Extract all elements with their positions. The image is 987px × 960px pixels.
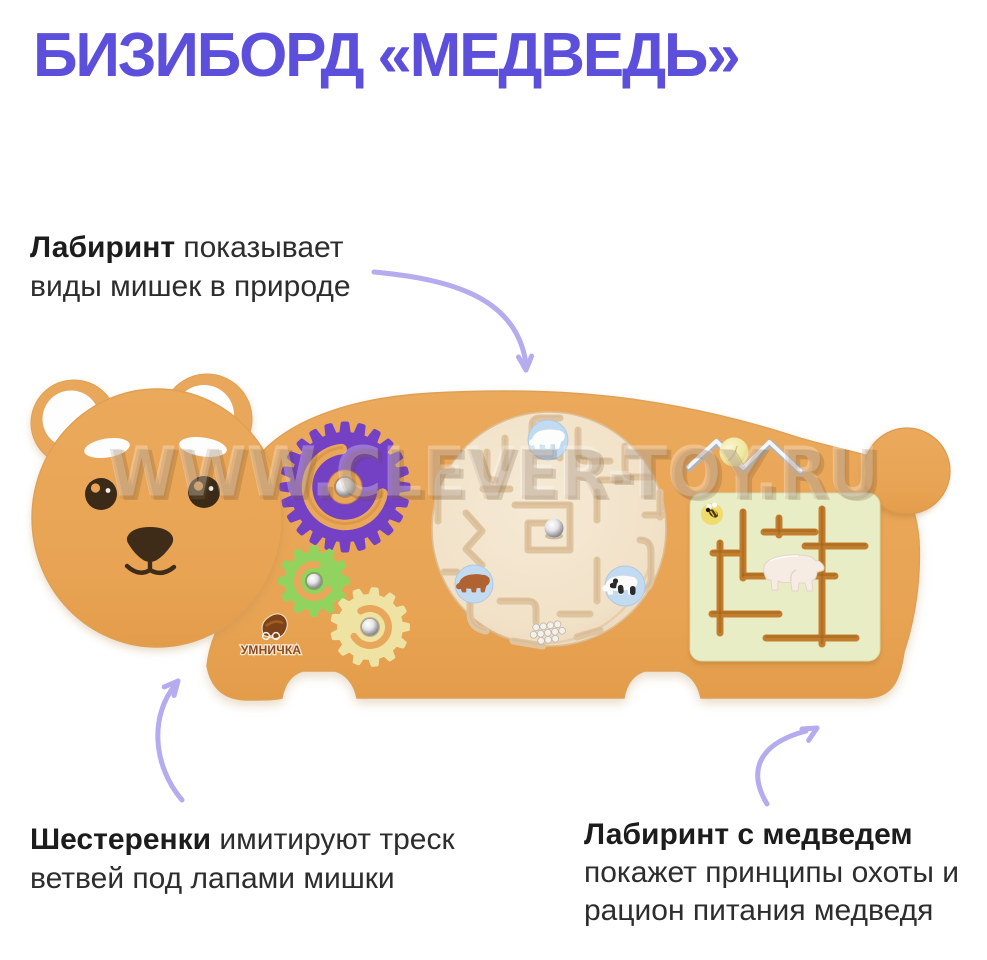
watermark-text: WWW.CLEVER-TOY.RU (107, 433, 879, 513)
gears (278, 421, 411, 667)
arrow-to-gears (155, 678, 185, 803)
square-maze-panel (689, 492, 881, 662)
watermark: WWW.CLEVER-TOY.RUWWW.CLEVER-TOY.RUWWW.CL… (107, 433, 884, 518)
callout-bear-maze-line2: покажет принципы охоты и (584, 856, 959, 889)
callout-gears-keyword: Шестеренки (30, 823, 212, 856)
polar-bear-slider (763, 554, 825, 592)
callout-round-maze-keyword: Лабиринт (30, 231, 176, 264)
callout-round-maze-rest: показывает (175, 231, 344, 264)
arrow-to-bear-maze (755, 725, 820, 807)
honeycomb-token (529, 620, 566, 645)
callout-gears-rest: имитируют треск (211, 823, 455, 856)
bear-head (30, 373, 283, 648)
page-title: БИЗИБОРД «МЕДВЕДЬ» (33, 21, 741, 90)
brown-bear-sticker (454, 564, 494, 604)
callout-round-maze: Лабиринт показывает виды мишек в природе (30, 228, 351, 306)
callout-arrows (155, 269, 820, 807)
callout-bear-maze-keyword: Лабиринт с медведем (584, 818, 913, 851)
wire-slide-with-ball (685, 437, 805, 476)
callout-round-maze-line2: виды мишек в природе (30, 270, 351, 303)
callout-gears-line2: ветвей под лапами мишки (30, 862, 395, 895)
watermark-text: WWW.CLEVER-TOY.RU (108, 436, 880, 516)
brand-logo: УМНИЧКА (239, 613, 303, 658)
callout-bear-maze-line3: рацион питания медведя (584, 894, 934, 927)
bee-icon (701, 502, 723, 525)
panda-sticker (602, 565, 646, 607)
arrow-to-round-maze (371, 269, 535, 373)
watermark-text: WWW.CLEVER-TOY.RU (111, 437, 883, 517)
polar-bear-sticker (527, 419, 569, 461)
callout-gears: Шестеренки имитируют треск ветвей под лап… (30, 820, 455, 898)
bear-tail (863, 427, 951, 515)
brand-logo-text: УМНИЧКА (241, 643, 302, 657)
round-maze-disk (431, 411, 667, 650)
busy-board: УМНИЧКА (30, 373, 951, 701)
callout-bear-maze: Лабиринт с медведем покажет принципы охот… (584, 816, 959, 930)
